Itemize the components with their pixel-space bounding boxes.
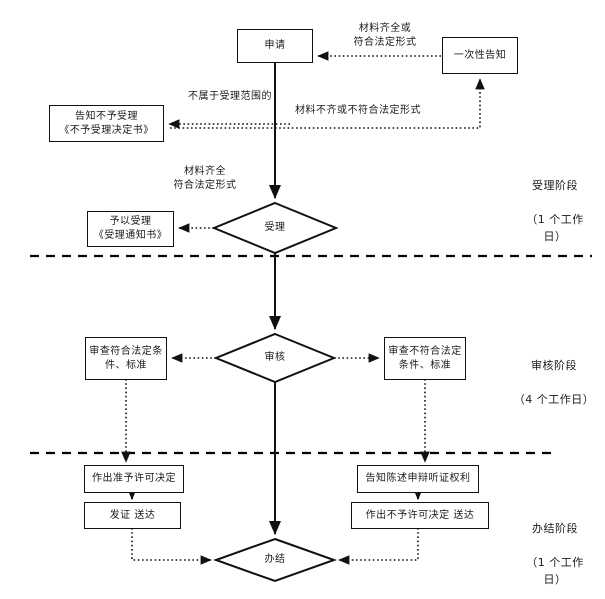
node-grant-accept-line2: 《受理通知书》 bbox=[93, 230, 168, 241]
stage-label-complete: 办结阶段 （1 个工作 日） bbox=[512, 503, 598, 599]
node-grant-accept[interactable]: 予以受理 《受理通知书》 bbox=[88, 212, 173, 246]
node-notify-no-accept[interactable]: 告知不予受理 《不予受理决定书》 bbox=[50, 106, 163, 141]
node-accept-decision[interactable]: 受理 bbox=[214, 214, 336, 242]
node-review-decision-label: 审核 bbox=[264, 352, 286, 363]
shape-complete bbox=[213, 537, 337, 583]
node-review-not-conform-line2: 条件、标准 bbox=[398, 359, 452, 371]
node-review-conform-line1: 审查符合法定条 bbox=[89, 345, 163, 357]
edge-label-materials-complete-legal: 材料齐全 符合法定形式 bbox=[173, 166, 237, 191]
node-notify-rights-label: 告知陈述申辩听证权利 bbox=[365, 473, 471, 484]
stage-label-review-name: 审核阶段 bbox=[531, 359, 577, 372]
node-one-time-notice[interactable]: 一次性告知 bbox=[443, 38, 517, 73]
node-review-not-conform-line1: 审查不符合法定 bbox=[388, 345, 462, 357]
node-complete[interactable]: 办结 bbox=[216, 548, 334, 572]
node-review-not-conform[interactable]: 审查不符合法定 条件、标准 bbox=[385, 338, 465, 379]
node-apply[interactable]: 申请 bbox=[238, 30, 312, 62]
stage-label-accept-name: 受理阶段 bbox=[532, 179, 578, 192]
node-permit-granted[interactable]: 作出准予许可决定 bbox=[85, 466, 183, 492]
node-notify-no-accept-line1: 告知不予受理 bbox=[75, 110, 138, 122]
edge-label-materials-incomplete: 材料不齐或不符合法定形式 bbox=[295, 105, 421, 116]
node-review-decision[interactable]: 审核 bbox=[216, 345, 334, 371]
edge-issue-to-complete bbox=[131, 528, 212, 565]
stage-label-accept-duration: （1 个工作 日） bbox=[526, 213, 584, 243]
edge-label-materials-complete-or-legal: 材料齐全或 符合法定形式 bbox=[353, 23, 417, 48]
stage-label-accept: 受理阶段 （1 个工作 日） bbox=[512, 160, 598, 262]
edge-label-not-in-scope: 不属于受理范围的 bbox=[188, 91, 272, 102]
node-one-time-notice-label: 一次性告知 bbox=[453, 49, 507, 61]
node-permit-granted-label: 作出准予许可决定 bbox=[92, 473, 176, 484]
node-notify-no-accept-line2: 《不予受理决定书》 bbox=[59, 124, 154, 136]
stage-label-review-duration: （4 个工作日） bbox=[513, 393, 595, 406]
edge-denied-to-complete bbox=[338, 528, 419, 565]
node-apply-label: 申请 bbox=[264, 40, 286, 51]
node-accept-decision-label: 受理 bbox=[264, 222, 286, 233]
node-issue-deliver-label: 发证 送达 bbox=[109, 509, 156, 521]
node-permit-denied[interactable]: 作出不予许可决定 送达 bbox=[352, 503, 488, 528]
node-grant-accept-line1: 予以受理 bbox=[109, 216, 152, 227]
node-issue-deliver[interactable]: 发证 送达 bbox=[85, 503, 180, 528]
node-review-conform-line2: 件、标准 bbox=[105, 359, 147, 371]
stage-label-complete-name: 办结阶段 bbox=[532, 522, 578, 535]
stage-label-complete-duration: （1 个工作 日） bbox=[526, 556, 584, 586]
stage-label-review: 审核阶段 （4 个工作日） bbox=[506, 340, 602, 425]
node-review-conform[interactable]: 审查符合法定条 件、标准 bbox=[86, 338, 166, 379]
node-permit-denied-label: 作出不予许可决定 送达 bbox=[365, 509, 475, 521]
node-notify-rights[interactable]: 告知陈述申辩听证权利 bbox=[358, 466, 478, 492]
node-complete-label: 办结 bbox=[264, 554, 286, 565]
